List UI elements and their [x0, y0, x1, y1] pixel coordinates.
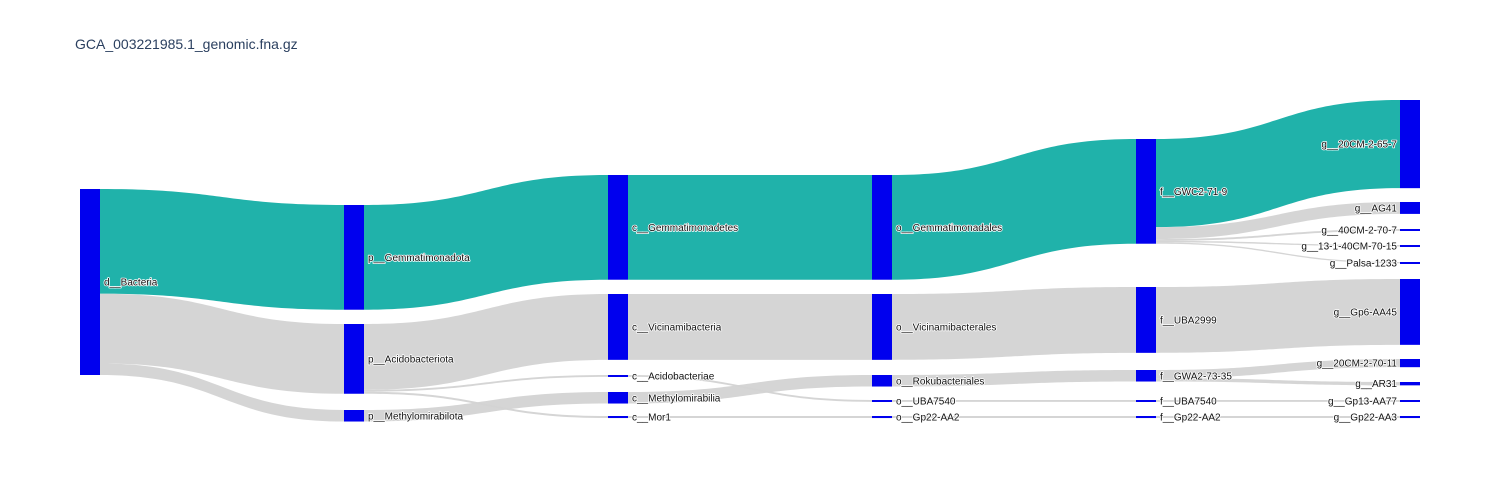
link-d-bacteria-to-p-acidobacteriota[interactable]	[100, 293, 344, 394]
node-label-g-palsa-1233: g__Palsa-1233	[1330, 259, 1398, 270]
link-o-gp22-aa2-to-f-gp22-aa2[interactable]	[892, 416, 1136, 419]
node-label-o-uba7540: o__UBA7540	[896, 397, 956, 408]
links-layer	[100, 100, 1400, 422]
node-label-g-gp22-aa3: g__Gp22-AA3	[1334, 413, 1398, 424]
link-c-vicinamibacteria-to-o-vicinamibacterales[interactable]	[628, 294, 872, 360]
node-label-p-acidobacteriota: p__Acidobacteriota	[368, 354, 454, 365]
node-p-gemmatimonadota[interactable]	[344, 205, 364, 310]
link-c-mor1-to-o-gp22-aa2[interactable]	[628, 416, 872, 419]
node-g-20cm-2-70-11[interactable]	[1400, 359, 1420, 368]
node-o-gp22-aa2[interactable]	[872, 416, 892, 419]
link-o-uba7540-to-f-uba7540[interactable]	[892, 400, 1136, 402]
node-label-f-uba2999: f__UBA2999	[1160, 315, 1217, 326]
node-label-d-bacteria: d__Bacteria	[104, 278, 158, 289]
link-c-gemmatimonadetes-to-o-gemmatimonadales[interactable]	[628, 175, 872, 280]
nodes-layer	[80, 100, 1420, 422]
link-p-gemmatimonadota-to-c-gemmatimonadetes[interactable]	[364, 175, 608, 310]
link-f-gwc2-71-9-to-g-13-1-40cm-70-15[interactable]	[1156, 240, 1400, 247]
link-f-uba7540-to-g-gp13-aa77[interactable]	[1156, 400, 1400, 402]
node-label-f-uba7540: f__UBA7540	[1160, 397, 1217, 408]
node-c-acidobacteriae[interactable]	[608, 375, 628, 377]
node-p-methylomirabilota[interactable]	[344, 410, 364, 422]
node-o-gemmatimonadales[interactable]	[872, 175, 892, 280]
node-label-g-gp6-aa45: g__Gp6-AA45	[1334, 307, 1398, 318]
link-f-gwa2-73-35-to-g-ar31[interactable]	[1156, 378, 1400, 386]
node-label-f-gwa2-73-35: f__GWA2-73-35	[1160, 371, 1232, 382]
node-label-p-gemmatimonadota: p__Gemmatimonadota	[368, 253, 470, 264]
link-p-acidobacteriota-to-c-vicinamibacteria[interactable]	[364, 294, 608, 390]
link-f-gwa2-73-35-to-g-20cm-2-70-11[interactable]	[1156, 359, 1400, 379]
link-f-gwc2-71-9-to-g-20cm-2-65-7[interactable]	[1156, 100, 1400, 228]
link-o-gemmatimonadales-to-f-gwc2-71-9[interactable]	[892, 139, 1136, 280]
node-label-p-methylomirabilota: p__Methylomirabilota	[368, 411, 463, 422]
node-label-g-ar31: g__AR31	[1355, 379, 1397, 390]
node-f-gwc2-71-9[interactable]	[1136, 139, 1156, 244]
node-g-ag41[interactable]	[1400, 202, 1420, 214]
node-f-gwa2-73-35[interactable]	[1136, 370, 1156, 382]
link-c-methylomirabilia-to-o-rokubacteriales[interactable]	[628, 375, 872, 404]
link-f-uba2999-to-g-gp6-aa45[interactable]	[1156, 279, 1400, 353]
node-g-palsa-1233[interactable]	[1400, 262, 1420, 264]
node-p-acidobacteriota[interactable]	[344, 324, 364, 394]
node-o-vicinamibacterales[interactable]	[872, 294, 892, 360]
node-label-f-gwc2-71-9: f__GWC2-71-9	[1160, 187, 1228, 198]
node-label-g-13-1-40cm-70-15: g__13-1-40CM-70-15	[1301, 242, 1397, 253]
node-g-gp22-aa3[interactable]	[1400, 416, 1420, 419]
link-p-acidobacteriota-to-c-acidobacteriae[interactable]	[364, 375, 608, 392]
node-f-uba7540[interactable]	[1136, 400, 1156, 402]
node-g-ar31[interactable]	[1400, 382, 1420, 386]
link-d-bacteria-to-p-gemmatimonadota[interactable]	[100, 189, 344, 310]
node-g-40cm-2-70-7[interactable]	[1400, 229, 1420, 231]
node-c-methylomirabilia[interactable]	[608, 392, 628, 404]
node-label-o-gemmatimonadales: o__Gemmatimonadales	[896, 223, 1002, 234]
node-label-g-20cm-2-70-11: g__20CM-2-70-11	[1317, 359, 1398, 370]
node-g-gp6-aa45[interactable]	[1400, 279, 1420, 345]
node-g-gp13-aa77[interactable]	[1400, 400, 1420, 402]
node-c-mor1[interactable]	[608, 416, 628, 419]
node-g-13-1-40cm-70-15[interactable]	[1400, 245, 1420, 247]
node-label-f-gp22-aa2: f__Gp22-AA2	[1160, 413, 1221, 424]
node-c-gemmatimonadetes[interactable]	[608, 175, 628, 280]
node-label-g-40cm-2-70-7: g__40CM-2-70-7	[1321, 226, 1397, 237]
link-d-bacteria-to-p-methylomirabilota[interactable]	[100, 363, 344, 422]
node-f-gp22-aa2[interactable]	[1136, 416, 1156, 419]
node-c-vicinamibacteria[interactable]	[608, 294, 628, 360]
node-label-c-acidobacteriae: c__Acidobacteriae	[632, 372, 715, 383]
node-d-bacteria[interactable]	[80, 189, 100, 375]
labels-layer: d__Bacteria p__Gemmatimonadota p__Acidobac…	[103, 139, 1398, 425]
node-label-g-ag41: g__AG41	[1355, 203, 1398, 214]
node-label-o-rokubacteriales: o__Rokubacteriales	[896, 376, 984, 387]
link-o-rokubacteriales-to-f-gwa2-73-35[interactable]	[892, 370, 1136, 387]
node-label-g-20cm-2-65-7: g__20CM-2-65-7	[1321, 140, 1397, 151]
node-label-o-gp22-aa2: o__Gp22-AA2	[896, 413, 960, 424]
node-label-g-gp13-aa77: g__Gp13-AA77	[1328, 397, 1397, 408]
node-o-rokubacteriales[interactable]	[872, 375, 892, 387]
link-o-vicinamibacterales-to-f-uba2999[interactable]	[892, 287, 1136, 360]
link-f-gwc2-71-9-to-g-palsa-1233[interactable]	[1156, 242, 1400, 264]
link-f-gp22-aa2-to-g-gp22-aa3[interactable]	[1156, 416, 1400, 419]
node-label-c-gemmatimonadetes: c__Gemmatimonadetes	[632, 223, 738, 234]
node-label-c-vicinamibacteria: c__Vicinamibacteria	[632, 322, 722, 333]
link-p-methylomirabilota-to-c-methylomirabilia[interactable]	[364, 392, 608, 422]
chart-title: GCA_003221985.1_genomic.fna.gz	[75, 36, 298, 52]
node-label-c-mor1: c__Mor1	[632, 413, 671, 424]
node-g-20cm-2-65-7[interactable]	[1400, 100, 1420, 189]
node-f-uba2999[interactable]	[1136, 287, 1156, 353]
node-o-uba7540[interactable]	[872, 400, 892, 402]
link-f-gwc2-71-9-to-g-40cm-2-70-7[interactable]	[1156, 229, 1400, 241]
node-label-o-vicinamibacterales: o__Vicinamibacterales	[896, 322, 996, 333]
link-f-gwc2-71-9-to-g-ag41[interactable]	[1156, 202, 1400, 240]
node-label-c-methylomirabilia: c__Methylomirabilia	[632, 393, 721, 404]
